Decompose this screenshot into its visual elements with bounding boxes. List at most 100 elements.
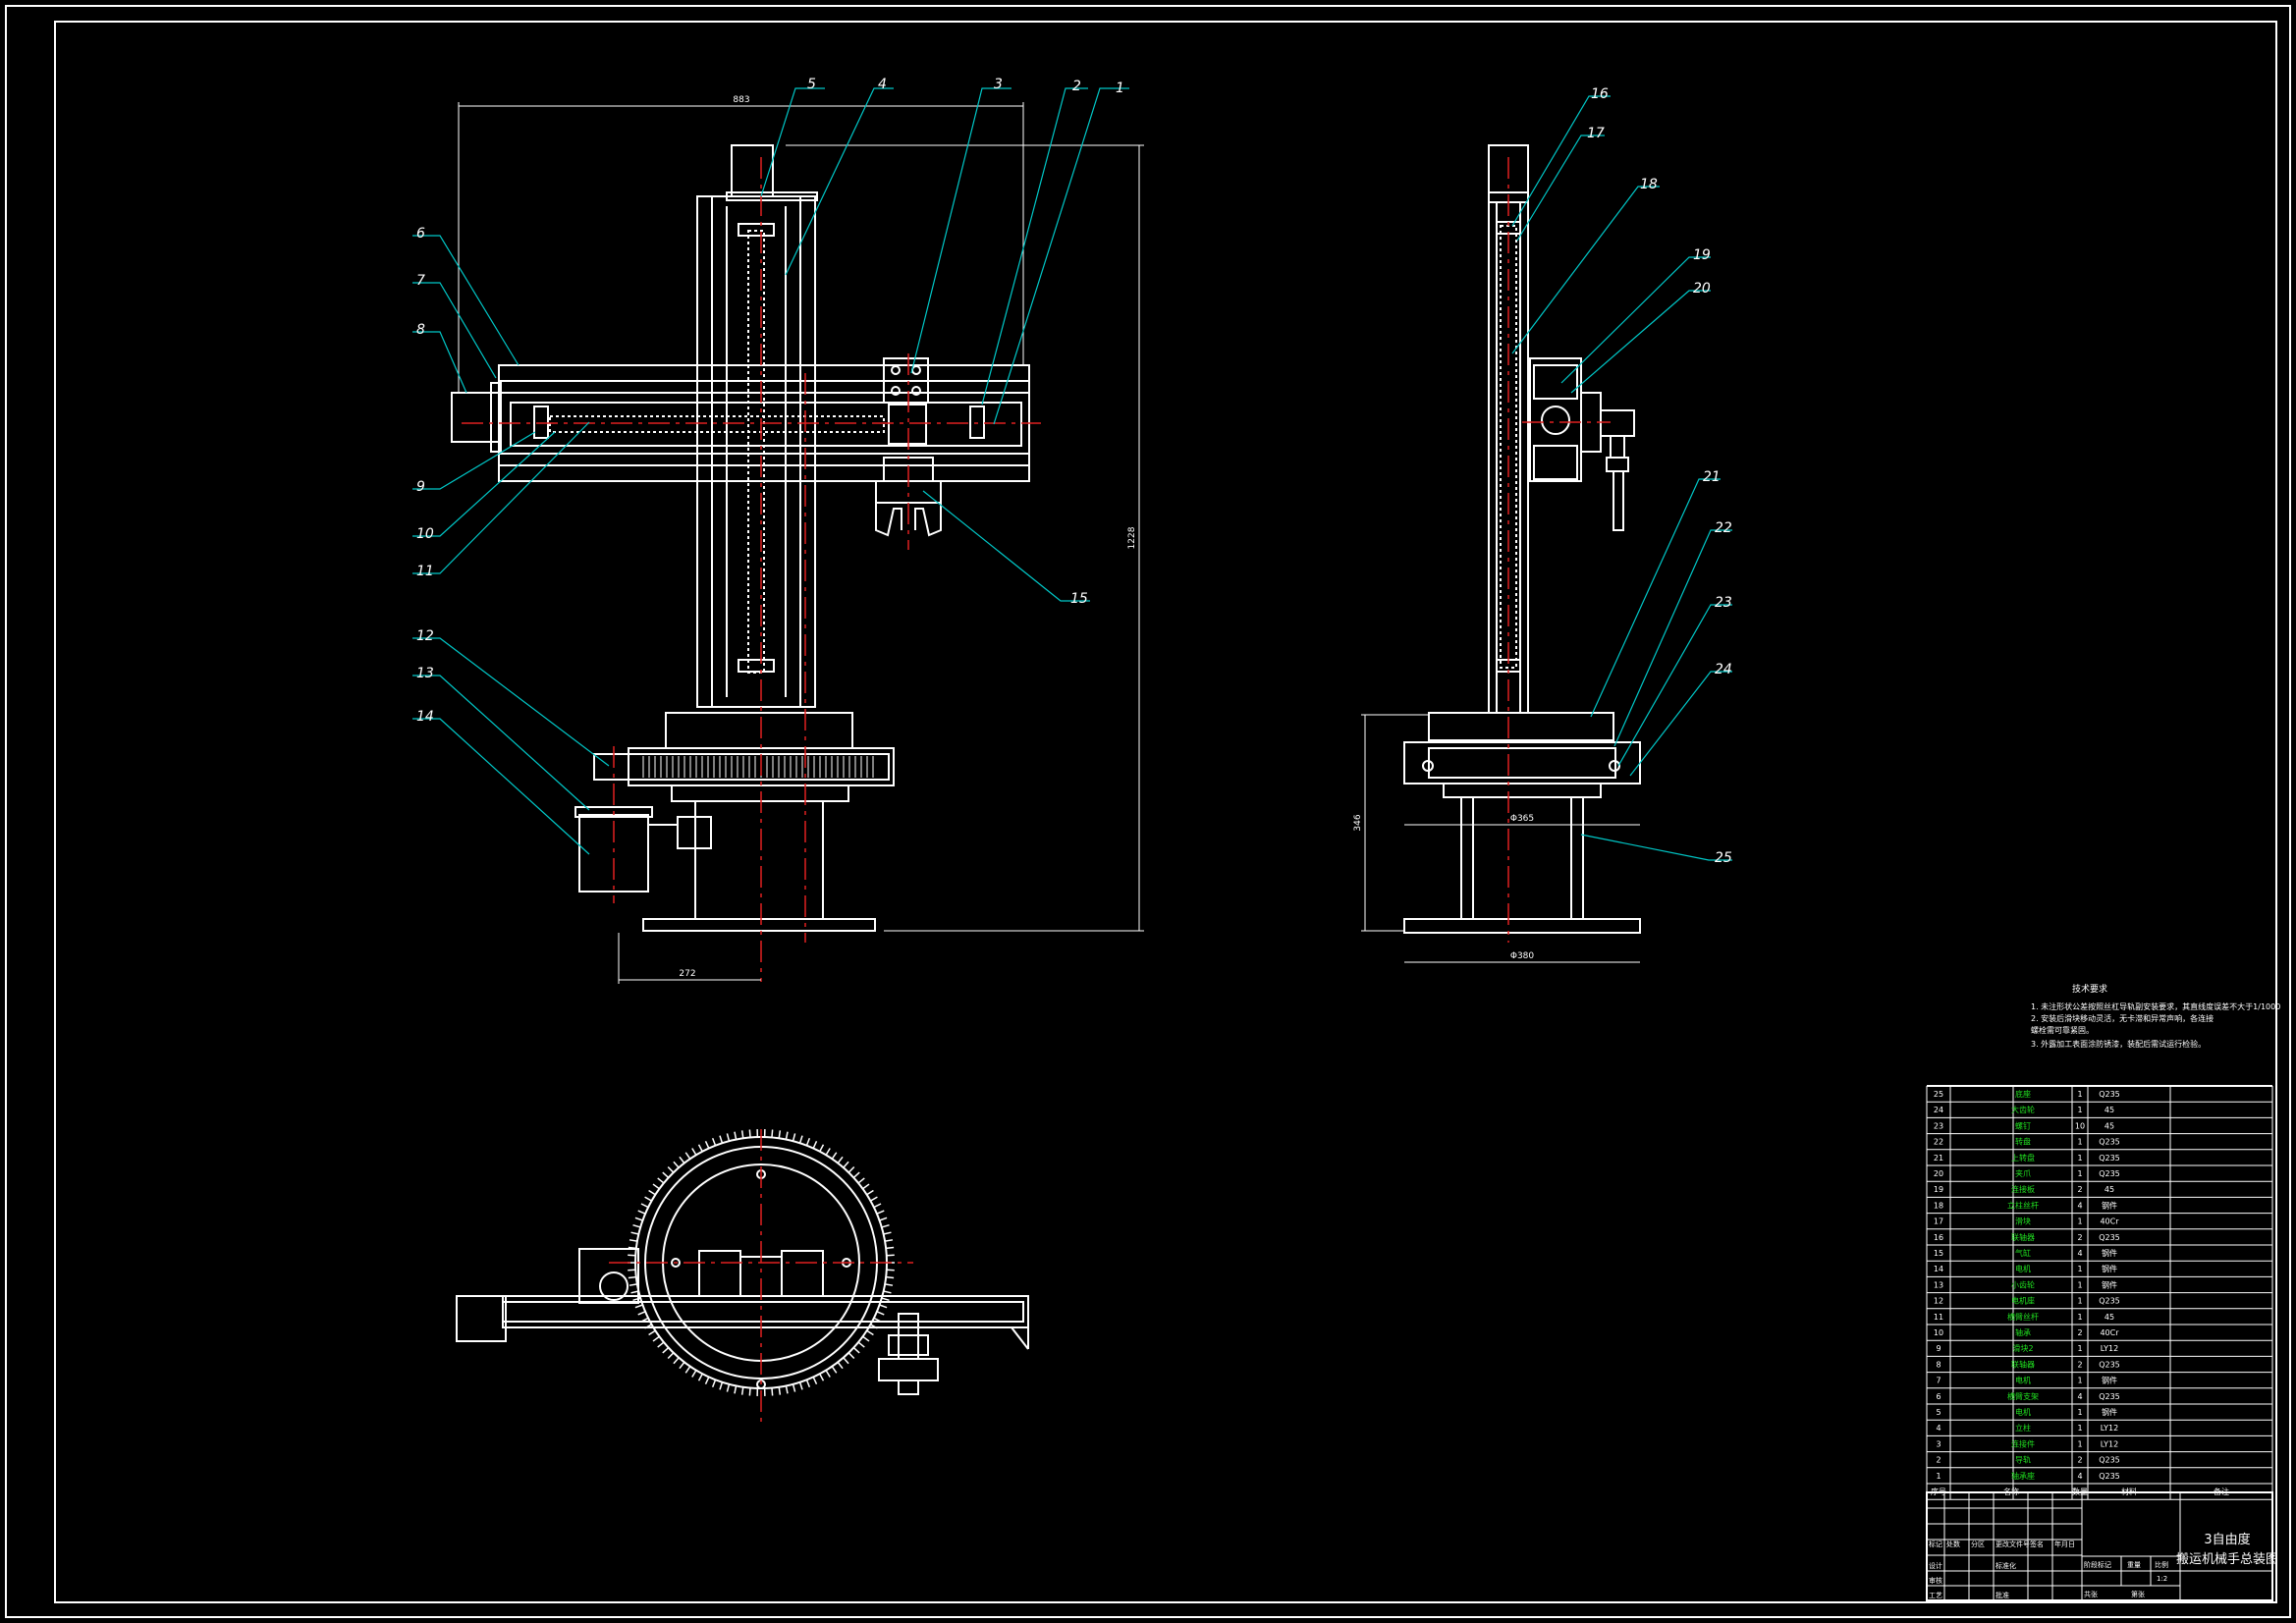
gear-tooth	[884, 1283, 894, 1286]
dim-side-upper-dia: Φ365	[1510, 814, 1534, 824]
notes-title: 技术要求	[2072, 983, 2107, 995]
gear-tooth	[837, 1361, 844, 1370]
gear-tooth	[657, 1177, 665, 1184]
bom-cell-qty: 4	[2077, 1201, 2082, 1210]
gear-tooth	[831, 1366, 838, 1374]
gear-tooth	[798, 1135, 803, 1144]
gear-tooth	[734, 1385, 738, 1394]
gear-tooth	[740, 1386, 744, 1395]
bom-cell-material: Q235	[2099, 1154, 2120, 1163]
gear-tooth	[748, 1387, 751, 1396]
leader-lines	[412, 87, 1732, 861]
bom-cell-name: 横臂丝杆	[2007, 1312, 2039, 1322]
balloon-21: 21	[1703, 469, 1721, 485]
bom-cell-name: 底座	[2015, 1089, 2031, 1099]
gear-tooth	[648, 1329, 656, 1336]
gear-tooth	[684, 1366, 691, 1374]
balloon-3: 3	[994, 77, 1003, 92]
gear-tooth	[673, 1161, 680, 1168]
bom-cell-material: 钢件	[2102, 1407, 2117, 1417]
tb-label-date: 年月日	[2054, 1540, 2075, 1548]
balloon-10: 10	[416, 526, 434, 542]
gear-tooth	[629, 1283, 638, 1286]
bom-cell-name: 电机座	[2011, 1296, 2035, 1306]
bom-cell-name: 螺钉	[2015, 1120, 2031, 1130]
gear-tooth	[778, 1130, 782, 1139]
gear-tooth	[628, 1275, 636, 1279]
bom-cell-name: 立柱	[2015, 1423, 2031, 1433]
bom-cell-qty: 4	[2077, 1392, 2082, 1401]
balloon-23: 23	[1715, 595, 1732, 611]
bom-cell-qty: 1	[2077, 1090, 2082, 1099]
technical-notes: 技术要求 1. 未注形状公差按照丝杠导轨副安装要求，其直线度误差不大于1/100…	[2031, 983, 2280, 1049]
bom-cell-no: 14	[1934, 1265, 1943, 1273]
bom-cell-name: 滑块2	[2012, 1343, 2033, 1353]
gear-tooth	[870, 1196, 878, 1202]
bom-cell-name: 导轨	[2015, 1455, 2031, 1465]
front-centerlines	[462, 157, 1041, 982]
gear-tooth	[634, 1304, 643, 1309]
gear-tooth	[798, 1381, 803, 1390]
bom-cell-qty: 1	[2077, 1313, 2082, 1322]
bom-cell-no: 24	[1934, 1106, 1943, 1114]
bom-cell-material: Q235	[2099, 1297, 2120, 1306]
gear-tooth	[748, 1129, 751, 1138]
inner-border	[54, 21, 2277, 1603]
bom-cell-no: 22	[1934, 1138, 1943, 1147]
bom-cell-material: LY12	[2101, 1344, 2118, 1353]
gear-tooth	[785, 1131, 789, 1140]
gear-tooth	[637, 1210, 646, 1215]
bom-cell-material: 45	[2105, 1121, 2114, 1130]
gear-tooth	[881, 1297, 890, 1302]
bom-cell-name: 大齿轮	[2011, 1105, 2035, 1114]
gear-tooth	[831, 1152, 838, 1160]
bom-cell-name: 电机	[2015, 1407, 2031, 1417]
bom-cell-material: Q235	[2099, 1090, 2120, 1099]
gear-tooth	[843, 1357, 849, 1365]
gear-tooth	[843, 1161, 849, 1168]
gear-tooth	[847, 1165, 855, 1173]
bom-cell-no: 12	[1934, 1297, 1943, 1306]
bom-cell-no: 23	[1934, 1121, 1943, 1130]
gear-tooth	[852, 1171, 860, 1179]
gear-tooth	[819, 1144, 825, 1153]
gear-tooth	[667, 1352, 675, 1360]
bom-cell-no: 19	[1934, 1185, 1943, 1194]
bom-cell-no: 21	[1934, 1154, 1943, 1163]
bom-cell-name: 电机	[2015, 1264, 2031, 1273]
balloon-15: 15	[1070, 591, 1088, 607]
drawing-title-line1: 3自由度	[2204, 1532, 2250, 1547]
tb-label-zone: 分区	[1971, 1540, 1985, 1548]
bom-cell-qty: 1	[2077, 1169, 2082, 1178]
bom-cell-qty: 1	[2077, 1280, 2082, 1289]
bom-cell-qty: 10	[2075, 1121, 2085, 1130]
gear-tooth	[862, 1183, 870, 1190]
bom-cell-no: 8	[1936, 1360, 1941, 1369]
notes-line-2: 2. 安装后滑块移动灵活，无卡滞和异常声响，各连接	[2031, 1013, 2214, 1023]
bom-cell-material: 45	[2105, 1106, 2114, 1114]
bom-cell-qty: 2	[2077, 1360, 2082, 1369]
bom-cell-qty: 1	[2077, 1106, 2082, 1114]
bom-cell-qty: 1	[2077, 1439, 2082, 1448]
gear-tooth	[884, 1239, 894, 1242]
bom-cell-qty: 1	[2077, 1154, 2082, 1163]
bom-cell-qty: 1	[2077, 1377, 2082, 1385]
gear-tooth	[657, 1341, 665, 1348]
bom-cell-material: Q235	[2099, 1138, 2120, 1147]
tb-label-approve: 批准	[1995, 1591, 2009, 1599]
bom-cell-material: 钢件	[2102, 1376, 2117, 1385]
bom-cell-material: 钢件	[2102, 1264, 2117, 1273]
gear-tooth	[684, 1152, 691, 1160]
dim-side-height: 346	[1353, 814, 1363, 831]
gear-tooth	[805, 1380, 811, 1388]
bom-cell-qty: 1	[2077, 1297, 2082, 1306]
bom-cell-no: 2	[1936, 1456, 1941, 1465]
bom-cell-qty: 4	[2077, 1249, 2082, 1258]
balloon-8: 8	[416, 322, 425, 338]
bom-cell-material: LY12	[2101, 1439, 2118, 1448]
balloon-11: 11	[416, 564, 434, 579]
title-block	[1926, 1491, 2273, 1601]
gear-tooth	[825, 1148, 831, 1156]
balloon-9: 9	[416, 479, 425, 495]
bom-cell-name: 立柱丝杆	[2007, 1200, 2039, 1210]
